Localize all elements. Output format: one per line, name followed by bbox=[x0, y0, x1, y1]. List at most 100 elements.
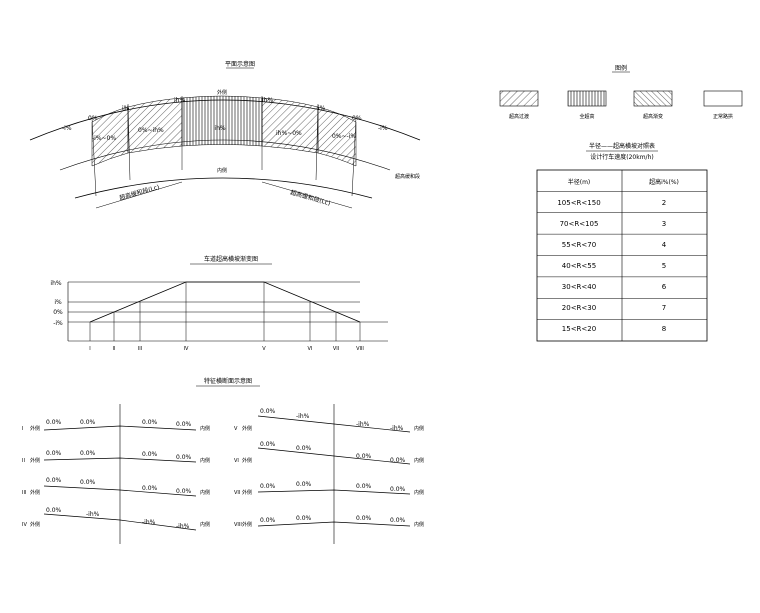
table-header-radius: 半径(m) bbox=[568, 178, 591, 186]
plan-seg-left2-label: 0%~ih% bbox=[138, 127, 164, 134]
table-row-lines bbox=[537, 191, 707, 320]
section-4-a: 0.0% bbox=[46, 507, 62, 514]
section-5-a: 0.0% bbox=[260, 408, 276, 415]
section-5-b: -ih% bbox=[296, 413, 310, 420]
plan-center-mid-label: ih% bbox=[214, 125, 225, 132]
profile-x-label-4: IV bbox=[184, 346, 189, 352]
section-8-c: 0.0% bbox=[356, 515, 372, 522]
plan-dim-line-right bbox=[261, 181, 353, 209]
section-8-line bbox=[257, 521, 411, 527]
table-subtitle: 设计行车速度(20km/h) bbox=[590, 153, 653, 161]
legend-label-normal: 正常路拱 bbox=[713, 113, 733, 120]
table-cell-r7-value: 8 bbox=[662, 325, 666, 333]
profile-x-label-7: VII bbox=[333, 346, 339, 352]
plan-label-ih-left: ih% bbox=[174, 97, 185, 104]
section-2-b: 0.0% bbox=[80, 450, 96, 457]
section-row-6: VI 外侧 0.0% 0.0% 0.0% 0.0% 内侧 bbox=[234, 441, 424, 465]
legend-swatch-full bbox=[567, 90, 607, 107]
section-4-d: -ih% bbox=[176, 523, 190, 530]
section-1-id: I bbox=[22, 426, 23, 432]
table-cell-r6-value: 7 bbox=[662, 304, 666, 312]
section-6-b: 0.0% bbox=[296, 445, 312, 452]
profile-x-label-1: I bbox=[89, 346, 90, 352]
legend-swatch-gradient bbox=[633, 90, 673, 107]
plan-tick-2 bbox=[127, 103, 131, 181]
table-cell-r6-radius: 20<R<30 bbox=[562, 304, 596, 312]
profile-x-label-2: II bbox=[113, 346, 116, 352]
section-7-a: 0.0% bbox=[260, 483, 276, 490]
section-8-b: 0.0% bbox=[296, 515, 312, 522]
plan-tick-1 bbox=[91, 117, 97, 197]
section-row-2: II 外侧 0.0% 0.0% 0.0% 0.0% 内侧 bbox=[22, 450, 210, 464]
section-3-a: 0.0% bbox=[46, 477, 62, 484]
section-1-inner: 内侧 bbox=[200, 425, 210, 432]
section-4-b: -ih% bbox=[86, 511, 100, 518]
section-1-outer: 外侧 bbox=[30, 425, 40, 432]
legend-swatch-normal bbox=[703, 90, 743, 107]
section-6-a: 0.0% bbox=[260, 441, 276, 448]
section-row-7: VII 外侧 0.0% 0.0% 0.0% 0.0% 内侧 bbox=[234, 481, 424, 496]
plan-label-neg-i-left: -i% bbox=[62, 125, 72, 132]
section-row-3: III 外侧 0.0% 0.0% 0.0% 0.0% 内侧 bbox=[22, 477, 210, 497]
section-3-line bbox=[43, 485, 197, 497]
table-cell-r1-radius: 105<R<150 bbox=[557, 199, 600, 207]
section-6-line bbox=[257, 447, 411, 465]
section-7-d: 0.0% bbox=[390, 486, 406, 493]
cross-sections: 特征横断面示意图 I 外侧 0.0% 0.0% 0.0% 0.0% 内侧 II … bbox=[22, 377, 424, 544]
section-2-id: II bbox=[22, 458, 25, 464]
section-8-inner: 内侧 bbox=[414, 521, 424, 528]
profile-x-label-3: III bbox=[138, 346, 142, 352]
section-6-id: VI bbox=[234, 458, 239, 464]
profile-x-label-5: V bbox=[262, 346, 266, 352]
section-3-c: 0.0% bbox=[142, 485, 158, 492]
section-3-outer: 外侧 bbox=[30, 489, 40, 496]
plan-inner-label: 内侧 bbox=[217, 167, 227, 174]
section-2-c: 0.0% bbox=[142, 451, 158, 458]
profile-y-label-i: i% bbox=[54, 299, 62, 306]
profile-y-label-ih: ih% bbox=[50, 280, 61, 287]
section-8-id: VIII bbox=[234, 522, 242, 528]
section-8-d: 0.0% bbox=[390, 517, 406, 524]
section-4-line bbox=[43, 513, 197, 531]
section-5-d: -ih% bbox=[390, 425, 404, 432]
section-5-inner: 内侧 bbox=[414, 425, 424, 432]
plan-right-seg-label: ih%~0% bbox=[276, 130, 302, 137]
legend-label-transition: 超高过渡 bbox=[509, 113, 529, 120]
section-7-outer: 外侧 bbox=[242, 489, 252, 496]
plan-label-i-right: i% bbox=[318, 105, 326, 112]
table-cell-r2-radius: 70<R<105 bbox=[560, 220, 599, 228]
table-title: 半径——超高横坡对照表 bbox=[589, 142, 655, 150]
plan-zone-transition-right bbox=[317, 106, 357, 167]
section-row-4: IV 外侧 0.0% -ih% -ih% -ih% 内侧 bbox=[22, 507, 210, 531]
section-3-inner: 内侧 bbox=[200, 489, 210, 496]
plan-dim-line-left bbox=[95, 181, 183, 209]
section-2-line bbox=[43, 457, 197, 463]
profile-gradient-line bbox=[89, 281, 361, 323]
table-cell-r7-radius: 15<R<20 bbox=[562, 325, 596, 333]
plan-zone-full-super bbox=[181, 95, 263, 147]
section-6-outer: 外侧 bbox=[242, 457, 252, 464]
plan-title: 平面示意图 bbox=[225, 60, 255, 68]
section-1-c: 0.0% bbox=[142, 419, 158, 426]
table-cell-r2-value: 3 bbox=[662, 220, 666, 228]
section-3-d: 0.0% bbox=[176, 488, 192, 495]
profile-y-label-zero: 0% bbox=[53, 309, 63, 316]
section-7-line bbox=[257, 489, 411, 495]
sections-title: 特征横断面示意图 bbox=[204, 377, 252, 385]
plan-label-i-left: i% bbox=[122, 105, 130, 112]
table-cell-r5-value: 6 bbox=[662, 283, 667, 291]
section-6-inner: 内侧 bbox=[414, 457, 424, 464]
plan-label-zero-right: 0% bbox=[352, 115, 362, 122]
section-5-c: -ih% bbox=[356, 421, 370, 428]
section-3-id: III bbox=[22, 490, 26, 496]
section-2-inner: 内侧 bbox=[200, 457, 210, 464]
section-1-line bbox=[43, 425, 197, 431]
section-2-a: 0.0% bbox=[46, 450, 62, 457]
section-4-id: IV bbox=[22, 522, 27, 528]
table-cell-r1-value: 2 bbox=[662, 199, 666, 207]
table-cell-r4-value: 5 bbox=[662, 262, 666, 270]
radius-table: 半径——超高横坡对照表 设计行车速度(20km/h) 半径(m) 超高i%(%)… bbox=[536, 142, 708, 342]
profile-y-label-neg-i: -i% bbox=[53, 320, 63, 327]
section-7-b: 0.0% bbox=[296, 481, 312, 488]
